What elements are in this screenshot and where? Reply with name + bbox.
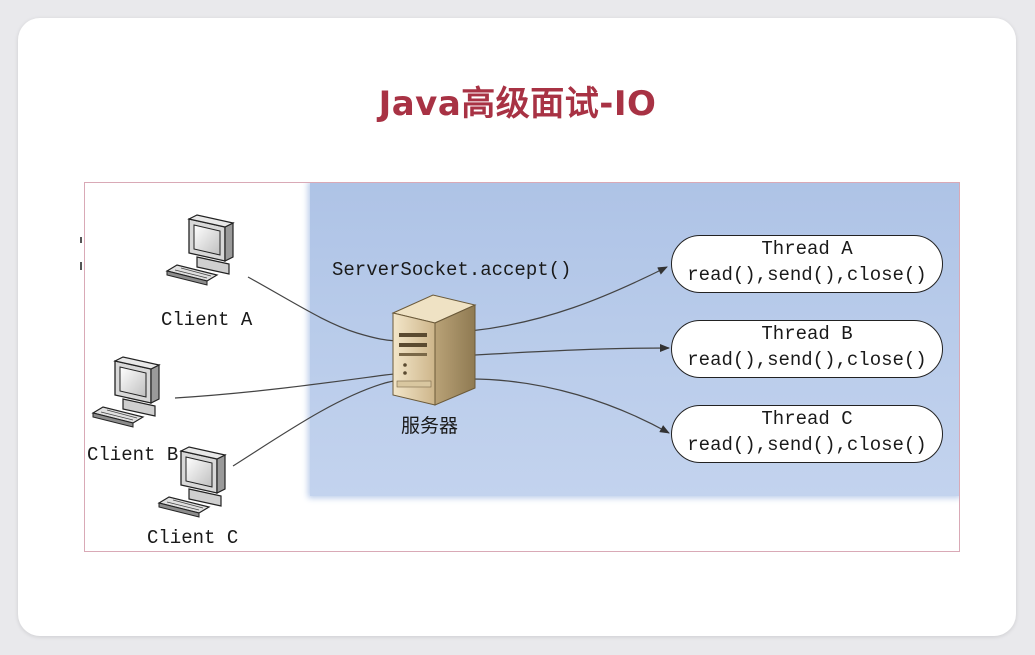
thread-ops: read(),send(),close() — [687, 264, 927, 286]
computer-icon — [91, 356, 161, 428]
edge-mark — [80, 262, 82, 270]
edge-mark — [80, 237, 82, 243]
io-diagram: ServerSocket.accept() 服务器 Client A Clien… — [84, 182, 960, 552]
client-b-link — [174, 372, 426, 399]
thread-b-link — [474, 344, 670, 356]
thread-c-link — [469, 378, 670, 434]
thread-name: Thread B — [761, 323, 853, 345]
client-a-link — [247, 276, 416, 342]
client-label: Client C — [147, 527, 239, 549]
thread-a-link — [469, 266, 668, 332]
thread-name: Thread C — [761, 408, 853, 430]
thread-node: Thread B read(),send(),close() — [671, 320, 943, 378]
server-label: 服务器 — [401, 415, 459, 437]
client-label: Client B — [87, 444, 179, 466]
computer-icon — [165, 214, 235, 286]
thread-ops: read(),send(),close() — [687, 434, 927, 456]
client-label: Client A — [161, 309, 253, 331]
thread-name: Thread A — [761, 238, 853, 260]
thread-ops: read(),send(),close() — [687, 349, 927, 371]
server-icon — [391, 294, 477, 406]
slide-title: Java高级面试-IO — [378, 84, 657, 124]
diagram-canvas — [91, 214, 670, 518]
accept-call-label: ServerSocket.accept() — [332, 259, 572, 281]
thread-node: Thread A read(),send(),close() — [671, 235, 943, 293]
computer-icon — [157, 446, 227, 518]
thread-node: Thread C read(),send(),close() — [671, 405, 943, 463]
